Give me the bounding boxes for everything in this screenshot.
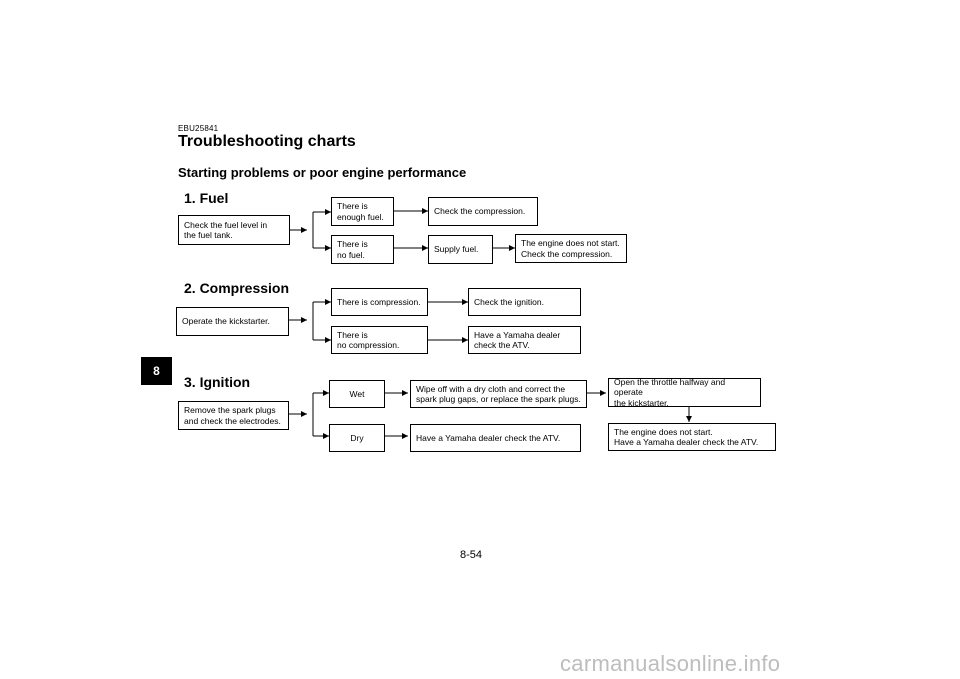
fuel-engine-not-start-box: The engine does not start. Check the com…	[515, 234, 627, 263]
page-number: 8-54	[460, 549, 483, 561]
document-code: EBU25841	[178, 124, 219, 133]
section-heading-compression: 2. Compression	[184, 280, 290, 296]
page-subtitle: Starting problems or poor engine perform…	[178, 165, 467, 180]
ignition-engine-not-start-box: The engine does not start. Have a Yamaha…	[608, 423, 776, 451]
ignition-wet-box: Wet	[329, 380, 385, 408]
fuel-supply-box: Supply fuel.	[428, 235, 493, 264]
fuel-check-level-box: Check the fuel level in the fuel tank.	[178, 215, 290, 245]
compression-kickstarter-box: Operate the kickstarter.	[176, 307, 289, 336]
ignition-remove-plugs-box: Remove the spark plugs and check the ele…	[178, 401, 289, 430]
section-heading-fuel: 1. Fuel	[184, 190, 229, 206]
section-heading-ignition: 3. Ignition	[184, 374, 251, 390]
fuel-enough-box: There is enough fuel.	[331, 197, 394, 226]
fuel-check-compression-box: Check the compression.	[428, 197, 538, 226]
chapter-tab: 8	[141, 357, 172, 385]
ignition-dry-box: Dry	[329, 424, 385, 452]
fuel-none-box: There is no fuel.	[331, 235, 394, 264]
compression-check-ignition-box: Check the ignition.	[468, 288, 581, 316]
page-title: Troubleshooting charts	[178, 133, 356, 150]
ignition-dealer-box: Have a Yamaha dealer check the ATV.	[410, 424, 581, 452]
watermark: carmanualsonline.info	[560, 651, 781, 676]
ignition-wipe-off-box: Wipe off with a dry cloth and correct th…	[410, 380, 587, 408]
compression-dealer-box: Have a Yamaha dealer check the ATV.	[468, 326, 581, 354]
compression-none-box: There is no compression.	[331, 326, 428, 354]
compression-present-box: There is compression.	[331, 288, 428, 316]
ignition-open-throttle-box: Open the throttle halfway and operate th…	[608, 377, 761, 408]
